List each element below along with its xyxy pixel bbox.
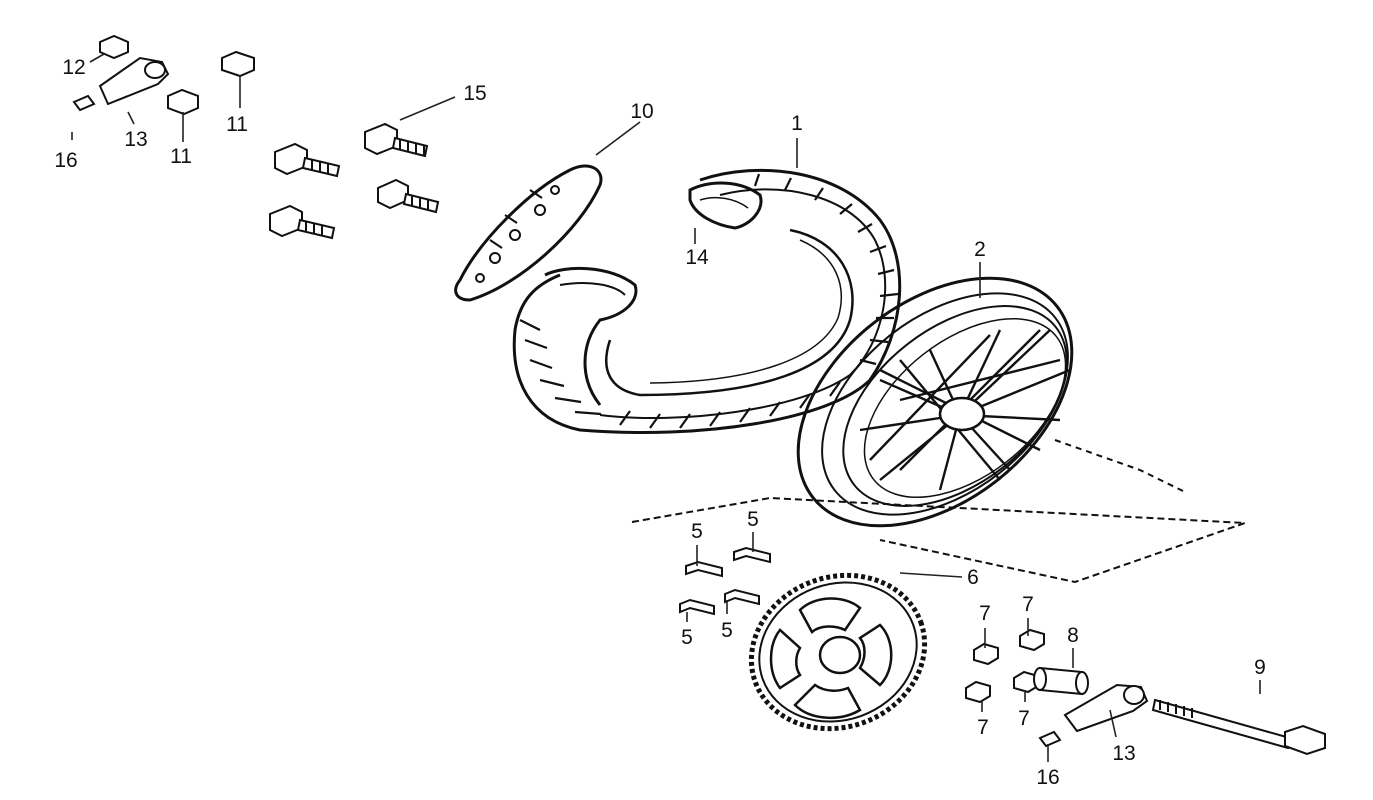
callout-7-c: 7	[977, 716, 989, 739]
assembly-guide-lines	[631, 439, 1246, 584]
callout-13-a: 13	[124, 128, 147, 151]
callout-8: 8	[1067, 624, 1079, 647]
callout-11-a: 11	[226, 113, 248, 136]
wheel-rim	[796, 276, 1074, 528]
callout-16-a: 16	[54, 149, 77, 172]
callout-9: 9	[1254, 656, 1266, 679]
callout-6: 6	[967, 566, 979, 589]
callout-2: 2	[974, 238, 986, 261]
axle-and-adjuster	[1038, 683, 1326, 756]
callout-5-b: 5	[747, 508, 759, 531]
callout-5-a: 5	[691, 520, 703, 543]
callout-11-b: 11	[170, 145, 192, 168]
brake-disc	[454, 164, 603, 302]
adjuster-set-left	[72, 34, 255, 116]
tire	[512, 168, 902, 435]
callout-1: 1	[791, 112, 803, 135]
callout-15: 15	[463, 82, 486, 105]
callout-10: 10	[630, 100, 653, 123]
callout-7-b: 7	[1022, 593, 1034, 616]
disc-bolts	[269, 122, 440, 240]
callout-12: 12	[62, 56, 85, 79]
callout-16-b: 16	[1036, 766, 1059, 789]
callout-5-d: 5	[721, 619, 733, 642]
sprocket-nuts	[965, 628, 1045, 704]
leader-lines	[71, 53, 1261, 762]
callout-5-c: 5	[681, 626, 693, 649]
spacer	[1033, 666, 1089, 696]
callout-labels: 1 2 5 5 5 5 6 7 7 7 7 8 9 10 11 11 12 13…	[54, 56, 1266, 789]
sprocket-studs	[679, 546, 771, 616]
callout-14: 14	[685, 246, 709, 269]
callout-7-d: 7	[1018, 707, 1030, 730]
callout-13-b: 13	[1112, 742, 1135, 765]
sprocket	[748, 572, 928, 732]
callout-7-a: 7	[979, 602, 991, 625]
